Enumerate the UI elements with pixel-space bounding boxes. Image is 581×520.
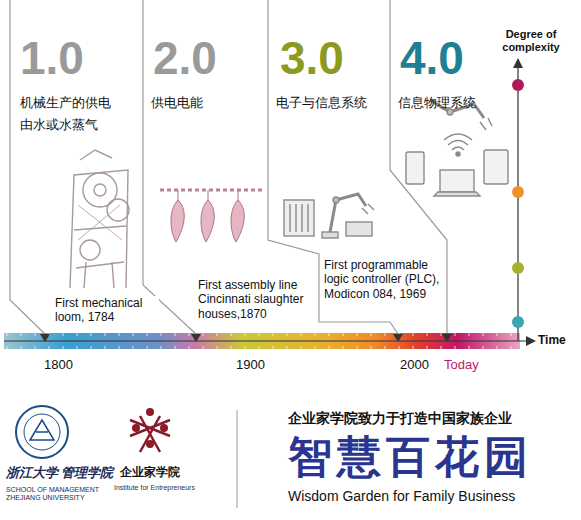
plc-illustration bbox=[284, 194, 374, 238]
stage-number: 4.0 bbox=[400, 35, 464, 81]
year-label: 1900 bbox=[236, 358, 265, 373]
logo-text: 企业家学院 bbox=[120, 466, 180, 480]
stage-subtitle: 供电电能 bbox=[151, 92, 261, 114]
stage-number: 1.0 bbox=[20, 35, 84, 81]
panel-line bbox=[10, 0, 447, 334]
cyber-physical-illustration bbox=[406, 100, 508, 196]
stage-number: 2.0 bbox=[153, 35, 217, 81]
slogan: 企业家学院致力于打造中国家族企业 bbox=[288, 410, 512, 426]
year-label: 2000 bbox=[400, 358, 429, 373]
loom-illustration bbox=[70, 150, 129, 288]
milestone-caption: First programmable logic controller (PLC… bbox=[324, 258, 440, 301]
logo-text: SCHOOL OF MANAGEMENT ZHEJIANG UNIVERSITY bbox=[6, 486, 106, 502]
stage-number: 3.0 bbox=[280, 35, 344, 81]
stage-marker bbox=[40, 334, 452, 342]
milestone-caption: First assembly line Cincinnati slaughter… bbox=[198, 278, 314, 321]
year-label: 1800 bbox=[44, 358, 73, 373]
divider bbox=[237, 410, 238, 508]
industry-stage-panel: 1.0 机械生产的供电 由水或水蒸气 First mechanical loom, … bbox=[12, 30, 162, 330]
milestone-caption: First mechanical loom, 1784 bbox=[55, 296, 159, 325]
stage-subtitle: 信息物理系统 bbox=[398, 92, 494, 114]
industry-stage-panel: 4.0 信息物理系统 bbox=[390, 30, 500, 240]
axis-title: Time bbox=[538, 334, 566, 348]
axis-title: Degree of complexity bbox=[494, 28, 568, 53]
brand-subtitle: Wisdom Garden for Family Business bbox=[288, 488, 515, 504]
brand-title: 智慧百花园 bbox=[288, 432, 533, 483]
logo-text: Institute for Entrepreneurs bbox=[114, 484, 224, 492]
year-label: Today bbox=[444, 358, 479, 373]
assembly-line-illustration bbox=[160, 190, 262, 242]
stage-subtitle: 机械生产的供电 由水或水蒸气 bbox=[20, 92, 116, 136]
university-seal bbox=[16, 406, 68, 458]
stage-subtitle: 电子与信息系统 bbox=[276, 92, 394, 114]
logo-text: 浙江大学 管理学院 bbox=[6, 466, 113, 481]
institute-logo bbox=[130, 408, 170, 452]
